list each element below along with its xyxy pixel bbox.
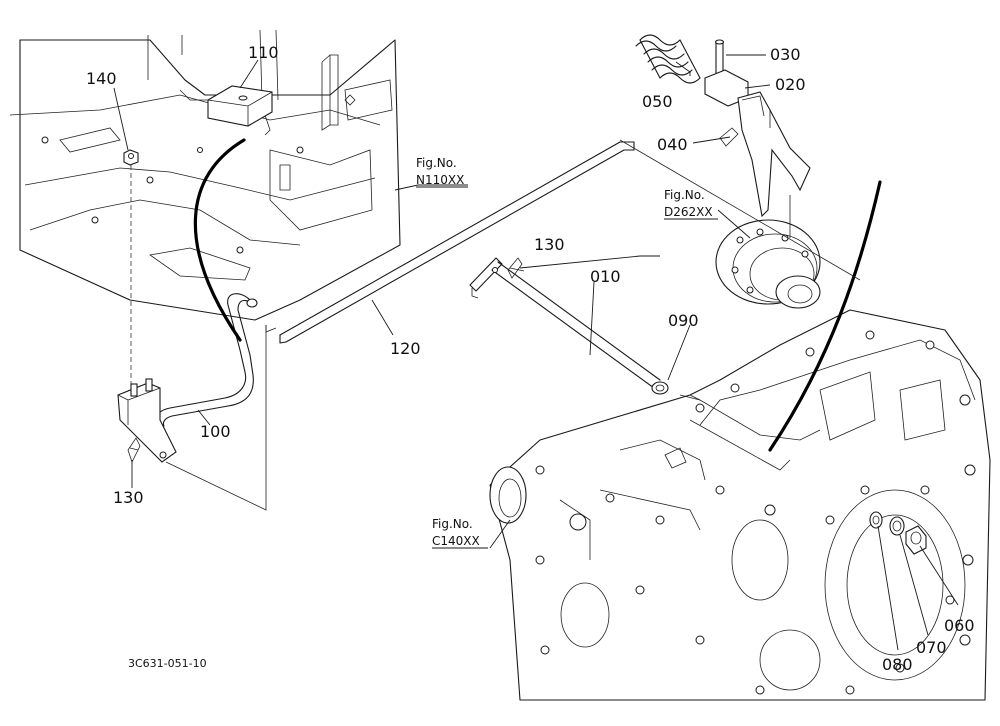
shaft-010 — [469, 257, 669, 395]
assembly-arrow-pad — [193, 138, 246, 342]
callout-090: 090 — [668, 311, 699, 330]
cotter-pin-130-lower — [127, 437, 141, 464]
fig-ref-label: Fig.No. — [416, 156, 457, 170]
drawing-code: 3C631-051-10 — [128, 657, 207, 670]
rod-120 — [279, 141, 635, 344]
fig-ref-code: N110XX — [416, 173, 464, 187]
callout-040: 040 — [657, 135, 688, 154]
construction-lines — [165, 139, 861, 511]
callout-060: 060 — [944, 616, 975, 635]
o-ring-070 — [889, 516, 905, 536]
plug-060 — [905, 525, 927, 555]
callout-010: 010 — [590, 267, 621, 286]
cotter-pin-130-upper — [507, 257, 525, 279]
callout-080: 080 — [882, 655, 913, 674]
fig-ref-label: Fig.No. — [664, 188, 705, 202]
callout-130-lower: 130 — [113, 488, 144, 507]
oil-seal-080 — [869, 511, 883, 529]
spring-050 — [635, 34, 701, 84]
callout-120: 120 — [390, 339, 421, 358]
callout-020: 020 — [775, 75, 806, 94]
differential-gear-unit — [715, 219, 821, 309]
assembly-arrow-fork — [768, 180, 882, 452]
fig-ref-n110xx: Fig.No. N110XX — [416, 156, 468, 188]
callout-140: 140 — [86, 69, 117, 88]
rubber-pad-110 — [207, 85, 273, 127]
nut-140 — [123, 149, 139, 385]
callout-110: 110 — [248, 43, 279, 62]
fig-ref-label: Fig.No. — [432, 517, 473, 531]
rod-100-assembly — [117, 293, 258, 463]
fig-ref-code: C140XX — [432, 534, 480, 548]
clip-040 — [719, 127, 739, 147]
shift-fork-020 — [704, 69, 811, 218]
leader-lines — [113, 54, 959, 651]
fig-ref-code: D262XX — [664, 205, 713, 219]
callout-070: 070 — [916, 638, 947, 657]
fig-ref-d262xx: Fig.No. D262XX — [664, 188, 718, 220]
transmission-case — [489, 309, 991, 701]
callout-100: 100 — [200, 422, 231, 441]
callout-030: 030 — [770, 45, 801, 64]
callout-050: 050 — [642, 92, 673, 111]
callout-130-upper: 130 — [534, 235, 565, 254]
fig-ref-c140xx: Fig.No. C140XX — [432, 517, 488, 549]
